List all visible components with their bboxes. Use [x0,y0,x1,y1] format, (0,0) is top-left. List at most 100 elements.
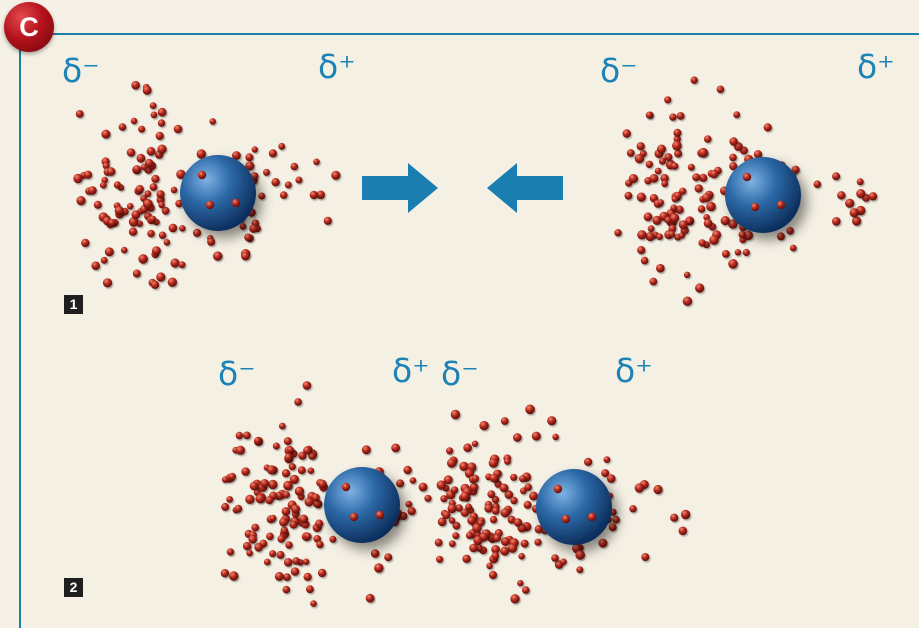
electron-dot [312,499,322,508]
electron-dot [657,199,664,206]
electron-dot [524,483,532,491]
electron-dot [151,246,161,256]
electron-dot [311,493,320,502]
electron-dot [517,579,524,587]
electron-dot [491,545,500,554]
electron-dot [634,153,645,164]
electron-dot [313,535,322,543]
electron-dot [455,504,463,512]
electron-dot [868,192,878,201]
electron-dot [277,535,286,543]
electron-dot [601,469,610,478]
electron-dot [102,162,110,170]
electron-dot [634,483,644,493]
electron-dot [672,140,682,151]
electron-dot [729,137,738,146]
figure-panel [19,33,919,628]
electron-dot [157,119,166,127]
charge-delta-plus-atom2: δ⁺ [857,47,895,86]
electron-dot [241,251,250,261]
nucleus-atom2 [725,157,801,233]
electron-dot [284,453,293,462]
electron-dot [391,443,400,453]
electron-dot [170,186,178,194]
electron-dot [161,206,170,215]
electron-dot [450,409,461,420]
electron-dot [499,483,509,493]
electron-dot [232,151,241,160]
electron-dot [656,263,665,273]
electron-dot [673,128,682,137]
electron-dot [290,567,300,576]
nucleus-atom4 [536,469,612,545]
electron-dot [622,129,631,138]
electron-dot [626,149,635,157]
electron-dot [287,446,294,453]
electron-dot [132,269,141,278]
electron-dot [168,223,178,233]
electron-dot [750,202,760,212]
nucleus-atom3 [324,467,400,543]
electron-dot [742,172,752,182]
electron-dot [465,531,474,540]
electron-dot [488,570,498,580]
electron-dot [317,568,327,578]
electron-dot [442,511,451,519]
electron-dot [776,232,785,241]
electron-dot [443,475,453,485]
electron-dot [686,218,693,225]
electron-dot [641,553,650,561]
electron-dot [303,572,312,581]
electron-dot [699,173,708,182]
electron-dot [560,558,567,565]
electron-dot [331,170,341,180]
electron-dot [507,543,518,553]
electron-dot [396,479,405,488]
electron-dot [248,535,257,544]
electron-dot [179,225,186,232]
electron-dot [525,404,535,415]
electron-dot [249,481,259,491]
electron-dot [561,514,571,524]
electron-dot [531,431,541,441]
electron-dot [304,532,312,540]
electron-dot [178,261,186,269]
electron-dot [460,491,470,501]
electron-dot [789,244,797,252]
electron-dot [598,538,608,548]
electron-dot [207,237,216,246]
electron-dot [510,496,518,505]
electron-dot [157,107,167,117]
electron-dot [702,193,712,203]
charge-delta-minus-atom1: δ⁻ [62,51,100,90]
electron-dot [640,256,649,265]
electrons-over-nuclei [197,170,786,524]
electron-dot [323,216,332,225]
electron-dot [279,191,288,199]
electron-dot [471,440,479,447]
charge-delta-minus-atom4: δ⁻ [441,354,479,393]
electron-dot [486,562,493,570]
electron-dot [436,555,444,563]
electron-dot [447,458,457,468]
electron-dot [649,173,659,183]
figure-badge: C [4,2,54,52]
electron-dot [695,283,705,293]
electron-dot [221,476,229,483]
electron-dot [407,506,416,516]
electron-dot [448,540,456,548]
electron-dot [637,230,647,240]
electron-dot [452,521,461,530]
electron-dot [405,500,413,508]
electron-dot [669,113,677,121]
electron-dot [657,144,666,154]
electron-dot [763,123,772,132]
electron-dot [520,539,529,548]
electron-dot [653,484,663,495]
electron-dot [243,431,251,440]
electron-dot [290,162,299,171]
electron-dot [151,174,160,183]
electron-dot [522,586,530,594]
electron-dot [255,494,265,504]
